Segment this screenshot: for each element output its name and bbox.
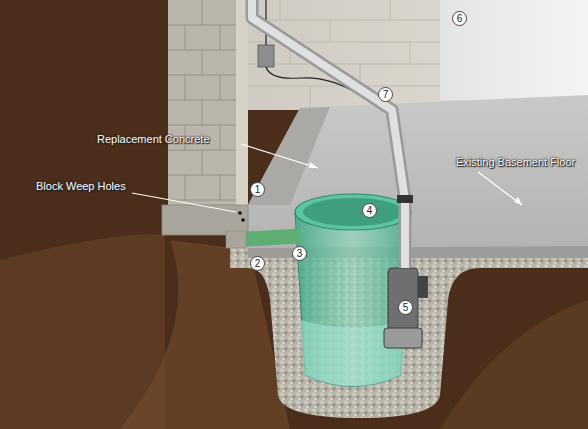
part-label: Existing Basement Floor — [456, 156, 575, 168]
callout-number: 5 — [398, 300, 413, 315]
part-label: Replacement Concrete — [97, 133, 210, 145]
part-label: Block Weep Holes — [36, 180, 126, 192]
callout-number: 3 — [292, 246, 307, 261]
callout-number: 7 — [378, 87, 393, 102]
callout-number: 1 — [250, 182, 265, 197]
callout-number: 6 — [452, 11, 467, 26]
callout-number: 2 — [250, 256, 265, 271]
callout-number: 4 — [362, 203, 377, 218]
